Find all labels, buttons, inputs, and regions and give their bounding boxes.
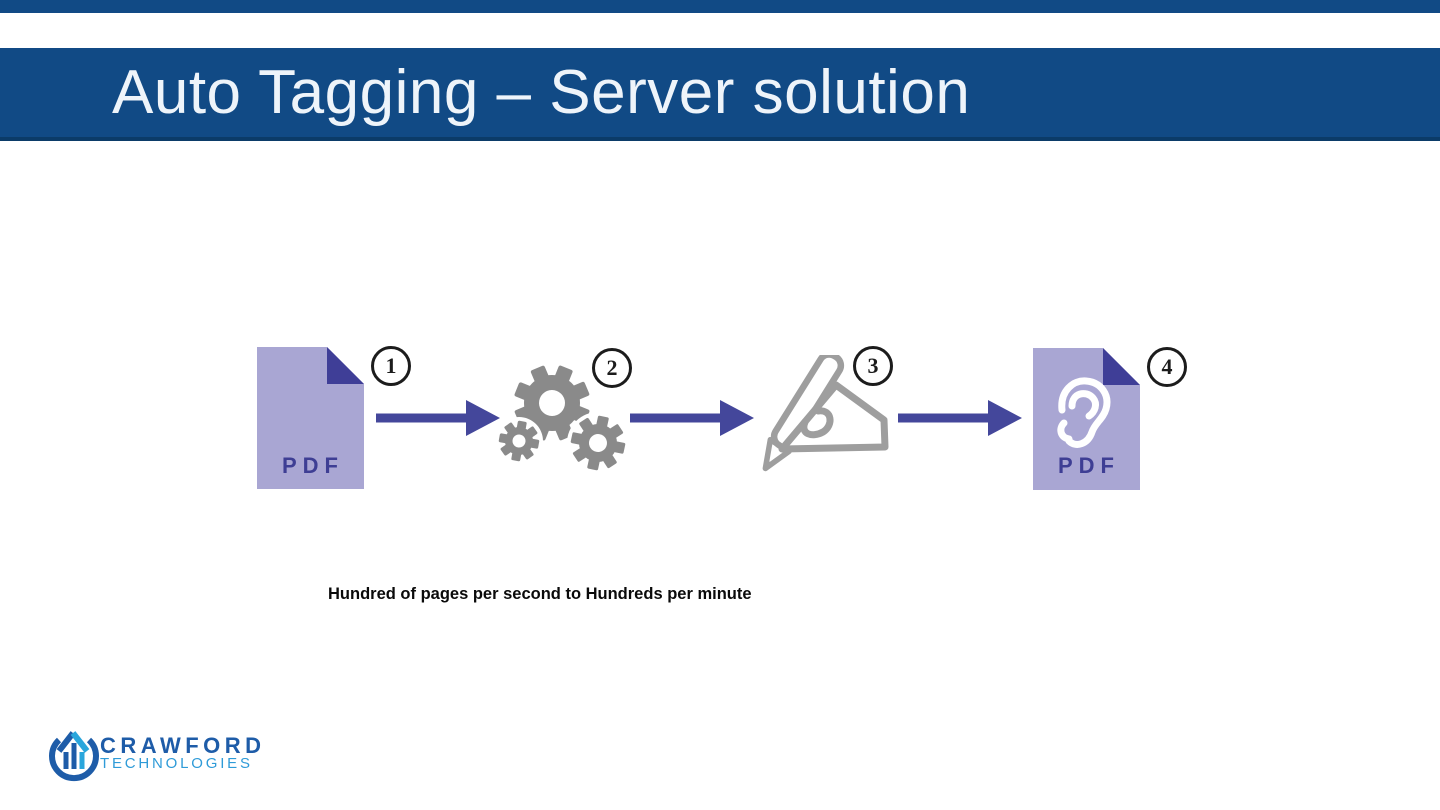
step-3-number: 3	[867, 353, 879, 378]
title-bar: Auto Tagging – Server solution	[0, 48, 1440, 141]
pdf-label: PDF	[282, 453, 344, 478]
step-4-badge: 4	[1147, 347, 1187, 387]
logo-brand-subname: TECHNOLOGIES	[100, 755, 253, 772]
logo-brand-name: CRAWFORD	[100, 733, 266, 758]
pdf-label: PDF	[1058, 453, 1120, 478]
step-2-badge: 2	[592, 348, 632, 388]
crawford-technologies-logo-icon	[49, 731, 99, 782]
top-accent-strip	[0, 0, 1440, 13]
processing-gears-icon	[496, 365, 629, 474]
flow-arrow-icon	[630, 400, 754, 436]
throughput-caption: Hundred of pages per second to Hundreds …	[328, 585, 752, 603]
step-2-number: 2	[606, 355, 618, 380]
step-1-number: 1	[385, 353, 397, 378]
hand-writing-pen-icon	[762, 355, 889, 472]
flow-arrow-icon	[898, 400, 1022, 436]
pdf-document-icon	[257, 347, 364, 489]
step-3-badge: 3	[853, 346, 893, 386]
step-1-badge: 1	[371, 346, 411, 386]
page-title: Auto Tagging – Server solution	[112, 58, 971, 127]
flow-arrow-icon	[376, 400, 500, 436]
accessible-pdf-ear-icon	[1033, 348, 1140, 490]
step-4-number: 4	[1161, 354, 1173, 379]
